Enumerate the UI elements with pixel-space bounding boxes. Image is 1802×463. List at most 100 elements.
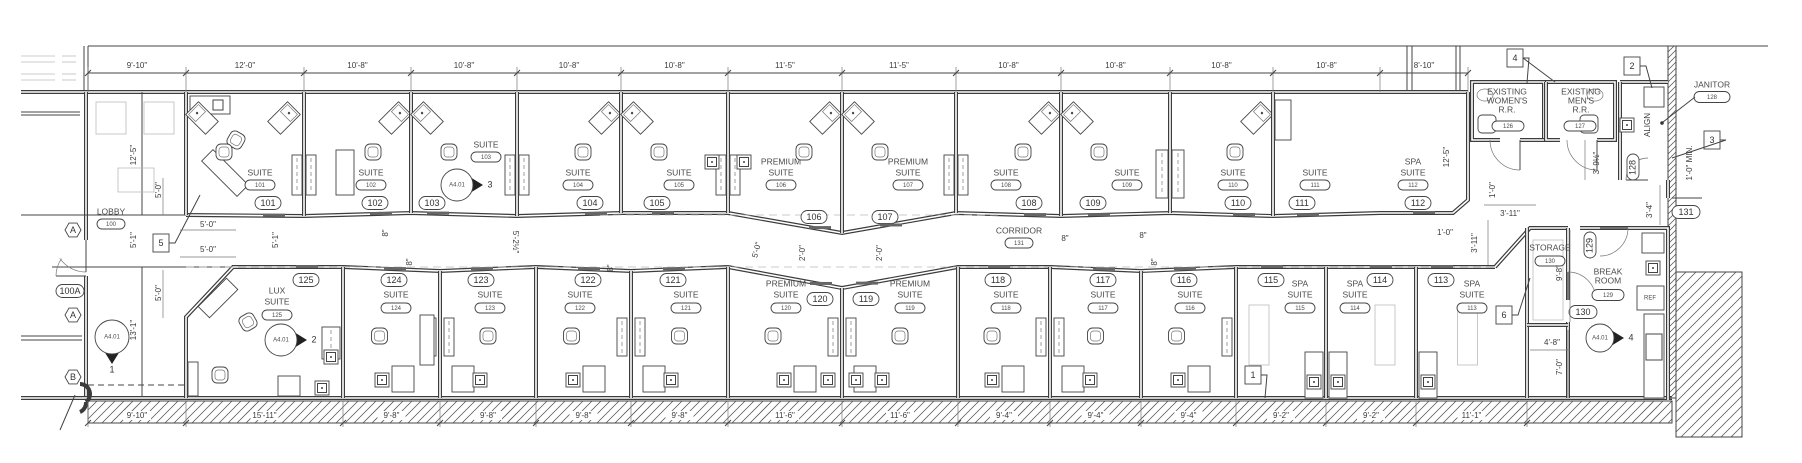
chair-icon	[891, 327, 909, 345]
suite-door-tag-label: 120	[812, 294, 827, 304]
keynote-number: 4	[1512, 53, 1517, 63]
suite-door-tag[interactable]: 119	[852, 292, 880, 306]
suite-room-tag[interactable]: 112	[1397, 179, 1429, 191]
sink-icon	[1619, 117, 1635, 133]
suite-room-tag[interactable]: 109	[1111, 179, 1143, 191]
suite-door-tag[interactable]: 110	[1224, 196, 1252, 210]
suite-door-tag[interactable]: 113	[1427, 273, 1455, 287]
suite-room-tag[interactable]: 107	[892, 179, 924, 191]
storage-room-tag[interactable]: 130	[1534, 255, 1566, 267]
suite-door-tag[interactable]: 102	[361, 196, 389, 210]
door-swing-icon	[1489, 139, 1521, 171]
sink-icon	[565, 372, 581, 388]
suite-room-tag[interactable]: 110	[1217, 179, 1249, 191]
desk-icon	[1171, 149, 1185, 199]
suite-door-tag[interactable]: 101	[254, 196, 282, 210]
suite-type-label: SUITE	[773, 289, 798, 299]
suite-door-tag[interactable]: 120	[806, 292, 834, 306]
suite-room-tag[interactable]: 124	[380, 302, 412, 314]
suite-room-tag[interactable]: 122	[564, 302, 596, 314]
suite-room-tag[interactable]: 113	[1456, 302, 1488, 314]
chair-icon	[215, 143, 233, 161]
top-dimension-label: 10'-8"	[347, 61, 368, 70]
misc-dimension-label: 9'-8"	[1555, 265, 1564, 281]
suite-door-tag[interactable]: 114	[1366, 273, 1394, 287]
suite-room-tag[interactable]: 106	[765, 179, 797, 191]
suite-room-tag[interactable]: 108	[990, 179, 1022, 191]
suite-door-tag[interactable]: 115	[1257, 273, 1285, 287]
section-number: 4	[1628, 332, 1633, 342]
top-dimension-label: 10'-8"	[1211, 61, 1232, 70]
suite-room-tag[interactable]: 101	[244, 179, 276, 191]
suite-room-tag-label: 119	[905, 306, 915, 312]
suite-door-tag[interactable]: 121	[659, 273, 687, 287]
suite-room-tag[interactable]: 111	[1299, 179, 1331, 191]
lobby-door-tag[interactable]: 100A	[55, 284, 85, 298]
corridor-room-tag[interactable]: 131	[1004, 237, 1034, 249]
suite-door-tag[interactable]: 108	[1015, 196, 1043, 210]
bottom-dimension-label: 15'-11"	[252, 411, 276, 420]
sink-icon	[704, 154, 720, 170]
suite-door-tag[interactable]: 109	[1079, 196, 1107, 210]
corridor-door-tag[interactable]: 131	[1671, 205, 1701, 219]
suite-room-tag[interactable]: 119	[894, 302, 926, 314]
suite-door-tag[interactable]: 106	[800, 210, 828, 224]
corridor-name: CORRIDOR	[996, 225, 1042, 235]
suite-room-tag[interactable]: 115	[1284, 302, 1316, 314]
suite-door-tag[interactable]: 105	[643, 196, 671, 210]
suite-117: SUITE 117 117	[1048, 267, 1119, 398]
suite-room-tag[interactable]: 104	[562, 179, 594, 191]
suite-door-tag[interactable]: 112	[1404, 196, 1432, 210]
suite-door-tag[interactable]: 116	[1170, 273, 1198, 287]
suite-door-tag[interactable]: 122	[574, 273, 602, 287]
suite-room-tag[interactable]: 121	[670, 302, 702, 314]
suite-room-tag[interactable]: 105	[663, 179, 695, 191]
mens-restroom-tag[interactable]: 127	[1563, 120, 1597, 132]
desk-icon	[419, 314, 435, 366]
chair-icon	[1168, 327, 1185, 345]
suite-door-tag[interactable]: 103	[418, 196, 446, 210]
suite-room-tag[interactable]: 102	[355, 179, 387, 191]
suite-type-label: SUITE	[1400, 167, 1425, 177]
misc-dimension-label: 12'-5"	[1442, 147, 1451, 168]
suite-room-tag[interactable]: 123	[474, 302, 506, 314]
break-room-tag[interactable]: 129	[1591, 289, 1625, 301]
keynote-tag: 4	[1506, 48, 1530, 84]
janitor-door-tag-label: 128	[1627, 160, 1637, 175]
suite-door-tag[interactable]: 123	[467, 273, 495, 287]
womens-restroom-tag[interactable]: 126	[1491, 120, 1525, 132]
suite-door-tag[interactable]: 107	[871, 210, 899, 224]
massage-chair-icon	[841, 101, 875, 135]
suite-room-tag[interactable]: 125	[261, 309, 293, 321]
misc-dimension-label: 3'-11"	[1470, 233, 1479, 253]
suite-door-tag[interactable]: 104	[576, 196, 604, 210]
suite-door-tag[interactable]: 118	[984, 273, 1012, 287]
lobby-room-tag[interactable]: 100	[96, 218, 126, 230]
suite-room-tag[interactable]: 116	[1174, 302, 1206, 314]
suite-room-tag[interactable]: 118	[990, 302, 1022, 314]
suite-room-tag[interactable]: 117	[1087, 302, 1119, 314]
suite-type-label: SUITE	[1090, 289, 1115, 299]
suite-room-tag[interactable]: 103	[470, 151, 502, 163]
suite-door-tag[interactable]: 124	[380, 273, 408, 287]
suite-type-label: SUITE	[264, 296, 289, 306]
suite-door-tag[interactable]: 111	[1288, 196, 1316, 210]
janitor-door-tag[interactable]: 128	[1626, 153, 1640, 181]
suite-door-tag[interactable]: 117	[1089, 273, 1117, 287]
suite-type-label: SUITE	[993, 289, 1018, 299]
suite-type-label: SPA	[1347, 278, 1364, 288]
break-room-label: BREAK	[1594, 266, 1623, 276]
suite-room-tag[interactable]: 114	[1339, 302, 1371, 314]
break-room-door-tag[interactable]: 129	[1583, 231, 1597, 259]
janitor-room-tag[interactable]: 128	[1693, 91, 1731, 103]
section-marker[interactable]: A4.011	[94, 319, 130, 374]
suite-door-tag-label: 110	[1231, 198, 1245, 208]
storage-door-tag[interactable]: 130	[1568, 305, 1598, 319]
suite-door-tag[interactable]: 125	[292, 273, 320, 287]
suite-room-tag[interactable]: 120	[770, 302, 802, 314]
